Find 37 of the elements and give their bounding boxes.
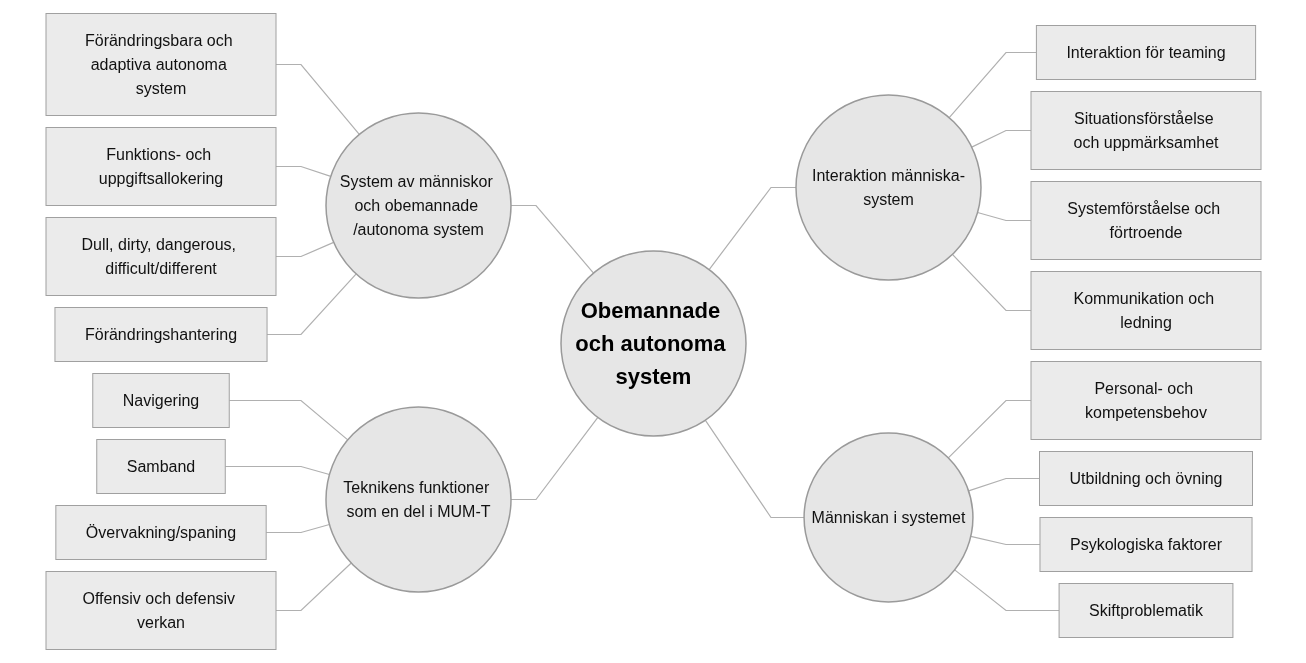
node-box: Offensiv och defensiv verkan <box>45 571 276 650</box>
connector <box>948 51 1037 119</box>
node-box: Psykologiska faktorer <box>1038 517 1253 572</box>
node-box: Utbildning och övning <box>1038 451 1253 506</box>
connector <box>274 63 360 136</box>
node-box: Systemförståelse och förtroende <box>1030 181 1261 260</box>
node-circle: Obemannade och autonoma system <box>559 250 747 437</box>
connector <box>274 241 334 258</box>
node-circle: Interaktion människa-system <box>794 94 982 281</box>
connector <box>224 465 330 476</box>
node-box: Situationsförståelse och uppmärksamhet <box>1030 91 1261 170</box>
connector <box>953 569 1060 612</box>
node-box: Skiftproblematik <box>1058 583 1233 638</box>
connector <box>976 211 1032 222</box>
node-circle: Människan i systemet <box>802 432 974 603</box>
node-box: Navigering <box>91 373 230 428</box>
connector <box>969 535 1041 546</box>
node-box: Interaktion för teaming <box>1035 25 1256 80</box>
connector <box>274 562 352 612</box>
node-box: Övervakning/spaning <box>54 505 267 560</box>
node-box: Dull, dirty, dangerous, difficult/different <box>45 217 276 296</box>
connector <box>947 399 1032 459</box>
connector <box>951 253 1032 312</box>
node-circle: System av människor och obemannade /autonoma system <box>324 112 512 299</box>
node-box: Personal- och kompetensbehov <box>1030 361 1261 440</box>
connector <box>265 273 357 336</box>
connector <box>274 165 331 177</box>
node-box: Förändringsbara och adaptiva autonoma system <box>45 13 276 116</box>
connector <box>967 477 1040 492</box>
connector <box>265 523 330 534</box>
node-box: Funktions- och uppgiftsallokering <box>45 127 276 206</box>
node-box: Förändringshantering <box>53 307 268 362</box>
node-box: Samband <box>95 439 226 494</box>
node-circle: Teknikens funktioner som en del i MUM-T <box>324 406 512 593</box>
node-box: Kommunikation och ledning <box>1030 271 1261 350</box>
connector <box>228 399 348 441</box>
connector <box>970 129 1032 148</box>
